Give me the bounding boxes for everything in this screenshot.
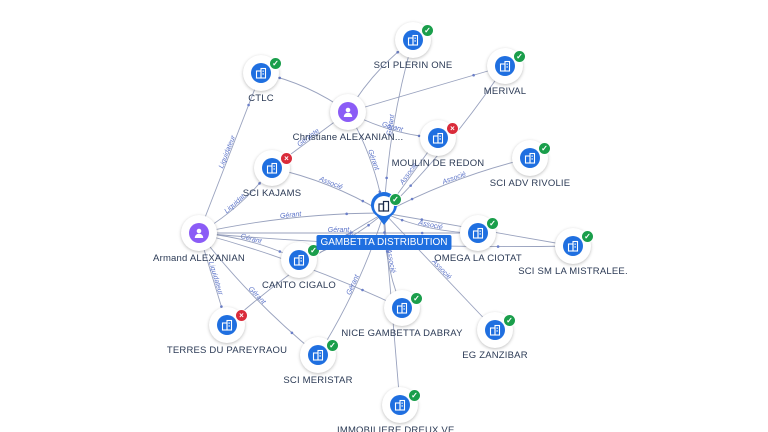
- edge-arrow: [367, 223, 370, 227]
- edge-arrow: [410, 197, 414, 201]
- building-icon: [428, 128, 448, 148]
- edge-arrow: [383, 231, 386, 234]
- edge-sci-plerin-one-gambetta: [383, 39, 414, 214]
- person-node-disc[interactable]: [330, 92, 369, 130]
- company-node-disc[interactable]: [254, 148, 293, 186]
- edge-arrow: [247, 103, 250, 107]
- node-label: SCI KAJAMS: [242, 188, 302, 199]
- node-label: SCI MERISTAR: [283, 375, 353, 386]
- edge-label: Liquidateur: [207, 261, 224, 297]
- edge-arrow: [409, 184, 412, 187]
- cross-badge-icon: ×: [235, 309, 248, 322]
- edge-armand-gambetta: [198, 212, 385, 234]
- person-icon: [189, 223, 209, 243]
- building-icon: [563, 236, 583, 256]
- edge-arrow: [385, 250, 389, 253]
- edge-arrow: [361, 199, 365, 203]
- check-badge-icon: ✓: [326, 339, 339, 352]
- building-icon: [403, 30, 423, 50]
- edge-arrow: [278, 76, 282, 80]
- company-node-disc[interactable]: [243, 53, 282, 91]
- building-icon: [495, 56, 515, 76]
- check-badge-icon: ✓: [503, 314, 516, 327]
- edge-arrow: [378, 190, 382, 194]
- node-label: CTLC: [248, 93, 274, 104]
- edge-label: Gérant: [280, 211, 303, 220]
- building-icon: [390, 395, 410, 415]
- center-node-label: GAMBETTA DISTRIBUTION: [316, 235, 452, 250]
- check-badge-icon: ✓: [513, 50, 526, 63]
- cross-badge-icon: ×: [446, 122, 459, 135]
- building-icon: [468, 223, 488, 243]
- person-node-disc[interactable]: [181, 213, 220, 251]
- node-label: CANTO CIGALO: [261, 280, 337, 291]
- edge-arrow: [361, 288, 364, 292]
- node-label: SCI ADV RIVOLIE: [489, 178, 571, 189]
- check-badge-icon: ✓: [408, 389, 421, 402]
- node-label: EG ZANZIBAR: [462, 350, 528, 361]
- building-icon: [262, 158, 282, 178]
- node-label: MOULIN DE REDON: [391, 158, 485, 169]
- building-icon: [520, 148, 540, 168]
- edge-arrow: [290, 331, 294, 335]
- edge-label: Liquidateur: [218, 134, 237, 169]
- edge-label: Gérant: [346, 273, 362, 296]
- edge-label: Gérant: [386, 113, 397, 136]
- edge-arrow: [278, 250, 282, 253]
- edge-christiane-merival: [347, 65, 506, 113]
- edge-arrow: [420, 218, 424, 221]
- edge-label: Gérant: [240, 233, 264, 246]
- node-label: TERRES DU PAREYRAOU: [166, 345, 288, 356]
- edge-label: Gérant: [328, 227, 350, 234]
- check-badge-icon: ✓: [410, 292, 423, 305]
- edge-label: Associé: [385, 247, 397, 273]
- node-label: Armand ALEXANIAN: [153, 253, 245, 264]
- edge-arrow: [349, 231, 353, 235]
- building-icon: [485, 320, 505, 340]
- node-label: OMEGA LA CIOTAT: [434, 253, 522, 264]
- check-badge-icon: ✓: [486, 217, 499, 230]
- node-label: IMMOBILIERE DREUX VE...: [336, 425, 464, 432]
- node-label: MERIVAL: [483, 86, 527, 97]
- check-badge-icon: ✓: [538, 142, 551, 155]
- building-icon: [217, 315, 237, 335]
- check-badge-icon: ✓: [581, 230, 594, 243]
- check-badge-icon: ✓: [269, 57, 282, 70]
- edge-label: Gérant: [366, 149, 380, 173]
- edge-arrow: [385, 176, 388, 180]
- edge-arrow: [258, 182, 261, 185]
- building-icon: [251, 63, 271, 83]
- edge-arrow: [417, 134, 421, 138]
- cross-badge-icon: ×: [280, 152, 293, 165]
- edge-arrow: [400, 218, 404, 222]
- edge-arrow: [345, 212, 348, 216]
- building-icon: [308, 345, 328, 365]
- edge-armand-ctlc: [198, 72, 262, 234]
- building-icon: [392, 298, 412, 318]
- check-badge-icon: ✓: [421, 24, 434, 37]
- person-icon: [338, 102, 358, 122]
- edge-label: Associé: [317, 175, 343, 191]
- check-badge-icon: ✓: [389, 193, 402, 206]
- node-label: NICE GAMBETTA DABRAY: [341, 328, 463, 339]
- building-icon: [289, 250, 309, 270]
- company-node-disc[interactable]: [281, 240, 320, 278]
- edge-label: Associé: [441, 171, 467, 187]
- node-label: SCI SM LA MISTRALEE.: [518, 266, 628, 277]
- node-label: SCI PLERIN ONE: [373, 60, 453, 71]
- edge-arrow: [420, 231, 424, 235]
- edge-arrow: [496, 245, 500, 248]
- node-label: Christiane ALEXANIAN...: [292, 132, 404, 143]
- edge-arrow: [472, 73, 475, 77]
- edge-armand-sci-meristar: [198, 232, 319, 356]
